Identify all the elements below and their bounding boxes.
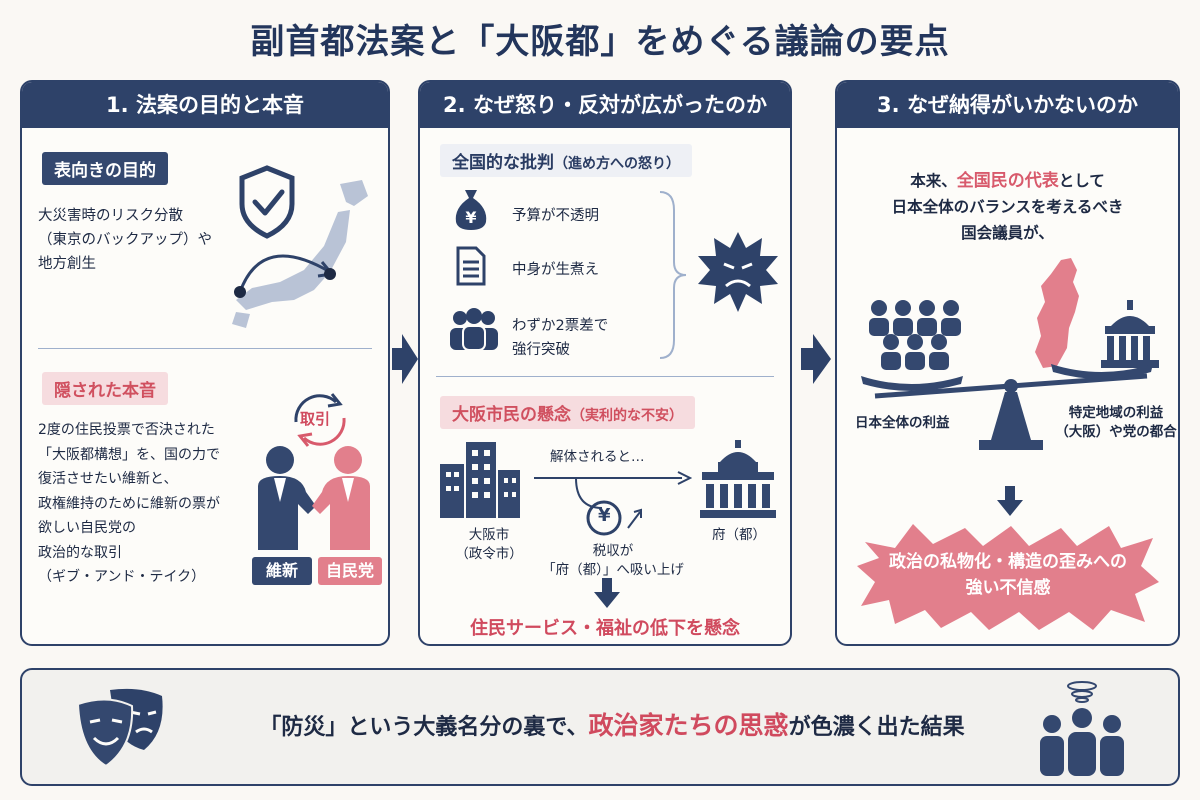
panel1-divider bbox=[38, 348, 372, 349]
party-ishin-badge: 維新 bbox=[252, 557, 312, 585]
osaka-map-icon bbox=[1035, 258, 1159, 368]
bracket-icon bbox=[659, 191, 687, 359]
conclusion-post: が色濃く出た結果 bbox=[788, 715, 965, 740]
document-icon bbox=[456, 246, 486, 286]
svg-text:¥: ¥ bbox=[465, 208, 476, 227]
money-bag-icon: ¥ bbox=[455, 190, 487, 230]
government-building-icon bbox=[700, 440, 776, 518]
city-buildings-icon bbox=[440, 442, 520, 518]
conclusion-highlight: 政治家たちの思惑 bbox=[588, 711, 789, 740]
conclusion-banner: 「防災」という大義名分の裏で、政治家たちの思惑が色濃く出た結果 bbox=[20, 668, 1180, 786]
cycle-arrows-icon bbox=[294, 393, 346, 447]
confused-crowd-icon bbox=[1040, 681, 1124, 776]
panel-purpose: 1. 法案の目的と本音 表向きの目的 大災害時のリスク分散 （東京のバックアップ… bbox=[20, 80, 390, 646]
arrow-right-icon bbox=[392, 334, 418, 384]
osaka-concern-tag: 大阪市民の懸念（実利的な不安） bbox=[440, 396, 695, 429]
conclusion-pre: 「防災」という大義名分の裏で、 bbox=[259, 715, 589, 740]
panel2-divider bbox=[436, 376, 774, 377]
panel-anger: 2. なぜ怒り・反対が広がったのか 全国的な批判（進め方への怒り） ¥ 予算が不… bbox=[418, 80, 792, 646]
handshake-icon bbox=[258, 446, 370, 550]
panel-dissatisfaction-header: 3. なぜ納得がいかないのか bbox=[837, 82, 1178, 128]
osaka-concern-label: 大阪市民の懸念 bbox=[452, 405, 571, 425]
item-budget: 予算が不透明 bbox=[512, 208, 599, 224]
people-group-icon bbox=[450, 308, 498, 350]
purpose-tag: 表向きの目的 bbox=[42, 152, 168, 185]
angry-face-icon bbox=[698, 232, 778, 312]
national-criticism-sub: （進め方への怒り） bbox=[554, 156, 680, 172]
arrow-right-icon bbox=[801, 334, 831, 384]
panel-anger-header: 2. なぜ怒り・反対が広がったのか bbox=[420, 82, 790, 128]
left-label: 日本全体の利益 bbox=[855, 415, 950, 431]
panel-purpose-header: 1. 法案の目的と本音 bbox=[22, 82, 388, 128]
right-label: 特定地域の利益 （大阪）や党の都合 bbox=[1055, 405, 1177, 440]
concern-text: 住民サービス・福祉の低下を懸念 bbox=[470, 618, 740, 639]
city-label: 大阪市 （政令市） bbox=[455, 527, 523, 562]
yen-coin-icon bbox=[586, 500, 642, 536]
crowd-icon bbox=[869, 300, 961, 370]
item-forced-vote: わずか2票差で 強行突破 bbox=[512, 318, 609, 358]
intro-text: 本来、全国民の代表として 日本全体のバランスを考えるべき 国会議員が、 bbox=[837, 168, 1178, 246]
distrust-burst-icon bbox=[857, 524, 1159, 630]
balance-scale-icon bbox=[861, 364, 1153, 450]
dissolve-label: 解体されると… bbox=[550, 449, 645, 465]
panel-dissatisfaction: 3. なぜ納得がいかないのか 本来、全国民の代表として 日本全体のバランスを考え… bbox=[835, 80, 1180, 646]
tax-label: 税収が 「府（都）」へ吸い上げ bbox=[542, 543, 684, 578]
hidden-tag: 隠された本音 bbox=[42, 372, 168, 405]
purpose-text: 大災害時のリスク分散 （東京のバックアップ）や 地方創生 bbox=[38, 208, 212, 272]
intro-pre: 本来、 bbox=[910, 172, 957, 190]
arrow-down-icon bbox=[594, 578, 620, 608]
national-criticism-label: 全国的な批判 bbox=[452, 153, 554, 173]
arrow-down-icon bbox=[997, 486, 1023, 516]
page-title: 副首都法案と「大阪都」をめぐる議論の要点 bbox=[250, 22, 950, 62]
distrust-text: 政治の私物化・構造の歪みへの 強い不信感 bbox=[889, 552, 1127, 598]
yen-symbol: ¥ bbox=[598, 505, 611, 526]
item-half-baked: 中身が生煮え bbox=[512, 262, 599, 278]
conclusion-text: 「防災」という大義名分の裏で、政治家たちの思惑が色濃く出た結果 bbox=[202, 706, 1022, 742]
osaka-concern-sub: （実利的な不安） bbox=[571, 408, 683, 424]
pref-label: 府（都） bbox=[712, 527, 766, 543]
party-ldp-badge: 自民党 bbox=[318, 557, 382, 585]
deal-label: 取引 bbox=[300, 410, 331, 428]
intro-highlight: 全国民の代表 bbox=[956, 171, 1059, 191]
transfer-arrow-icon bbox=[534, 471, 692, 509]
national-criticism-tag: 全国的な批判（進め方への怒り） bbox=[440, 144, 692, 177]
intro-post: として 日本全体のバランスを考えるべき 国会議員が、 bbox=[891, 172, 1124, 242]
japan-map-icon bbox=[232, 165, 368, 328]
hidden-text: 2度の住民投票で否決された 「大阪都構想」を、国の力で 復活させたい維新と、 政… bbox=[38, 422, 220, 585]
theater-masks-icon bbox=[76, 688, 163, 768]
